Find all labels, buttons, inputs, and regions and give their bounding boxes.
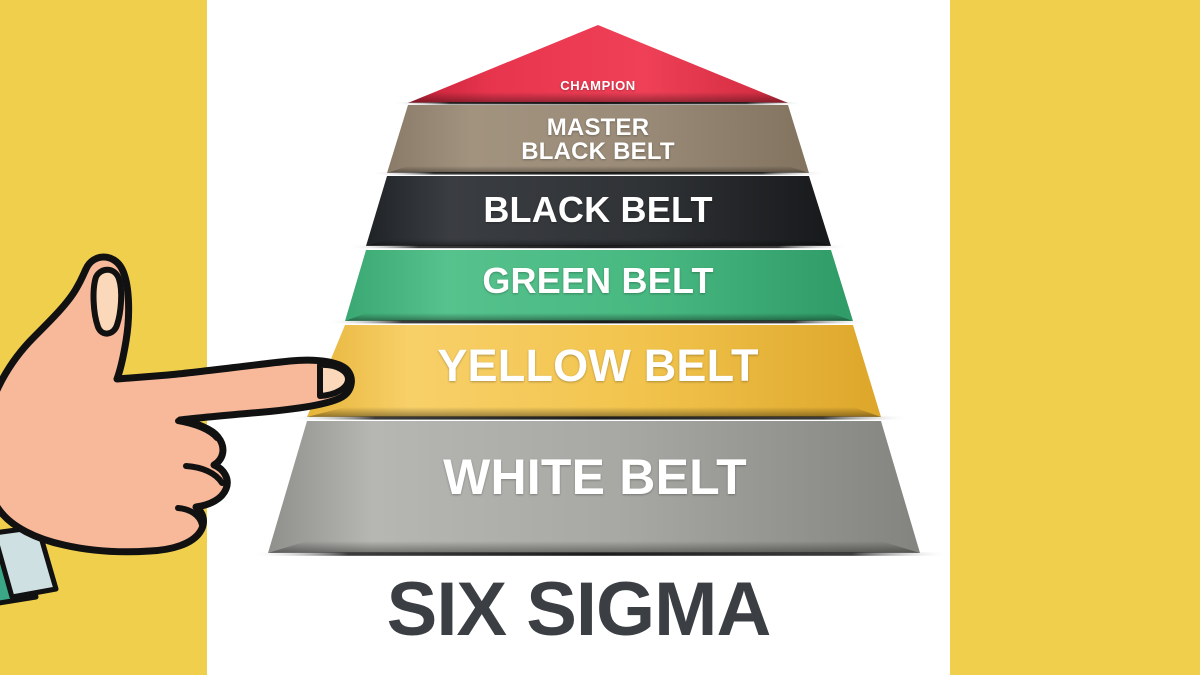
knuckle-crease-2 — [183, 463, 225, 486]
index-finger-nail — [317, 361, 351, 399]
tier-label-black-belt[interactable]: BLACK BELT — [483, 189, 713, 230]
pointing-hand-illustration — [0, 253, 355, 606]
tier-label-champion[interactable]: CHAMPION — [560, 78, 636, 93]
page-title: SIX SIGMA — [386, 567, 772, 652]
hand-shape — [0, 253, 355, 556]
thumb-nail — [90, 266, 125, 337]
tier-label-green-belt[interactable]: GREEN BELT — [482, 260, 714, 301]
knuckle-crease-1 — [175, 418, 220, 441]
right-yellow-band — [950, 0, 1200, 675]
tier-label-white-belt[interactable]: WHITE BELT — [443, 449, 747, 505]
tier-label-yellow-belt[interactable]: YELLOW BELT — [437, 340, 759, 391]
knuckle-crease-3 — [175, 505, 205, 528]
tier-label-master-black-belt[interactable]: MASTER BLACK BELT — [521, 114, 675, 166]
